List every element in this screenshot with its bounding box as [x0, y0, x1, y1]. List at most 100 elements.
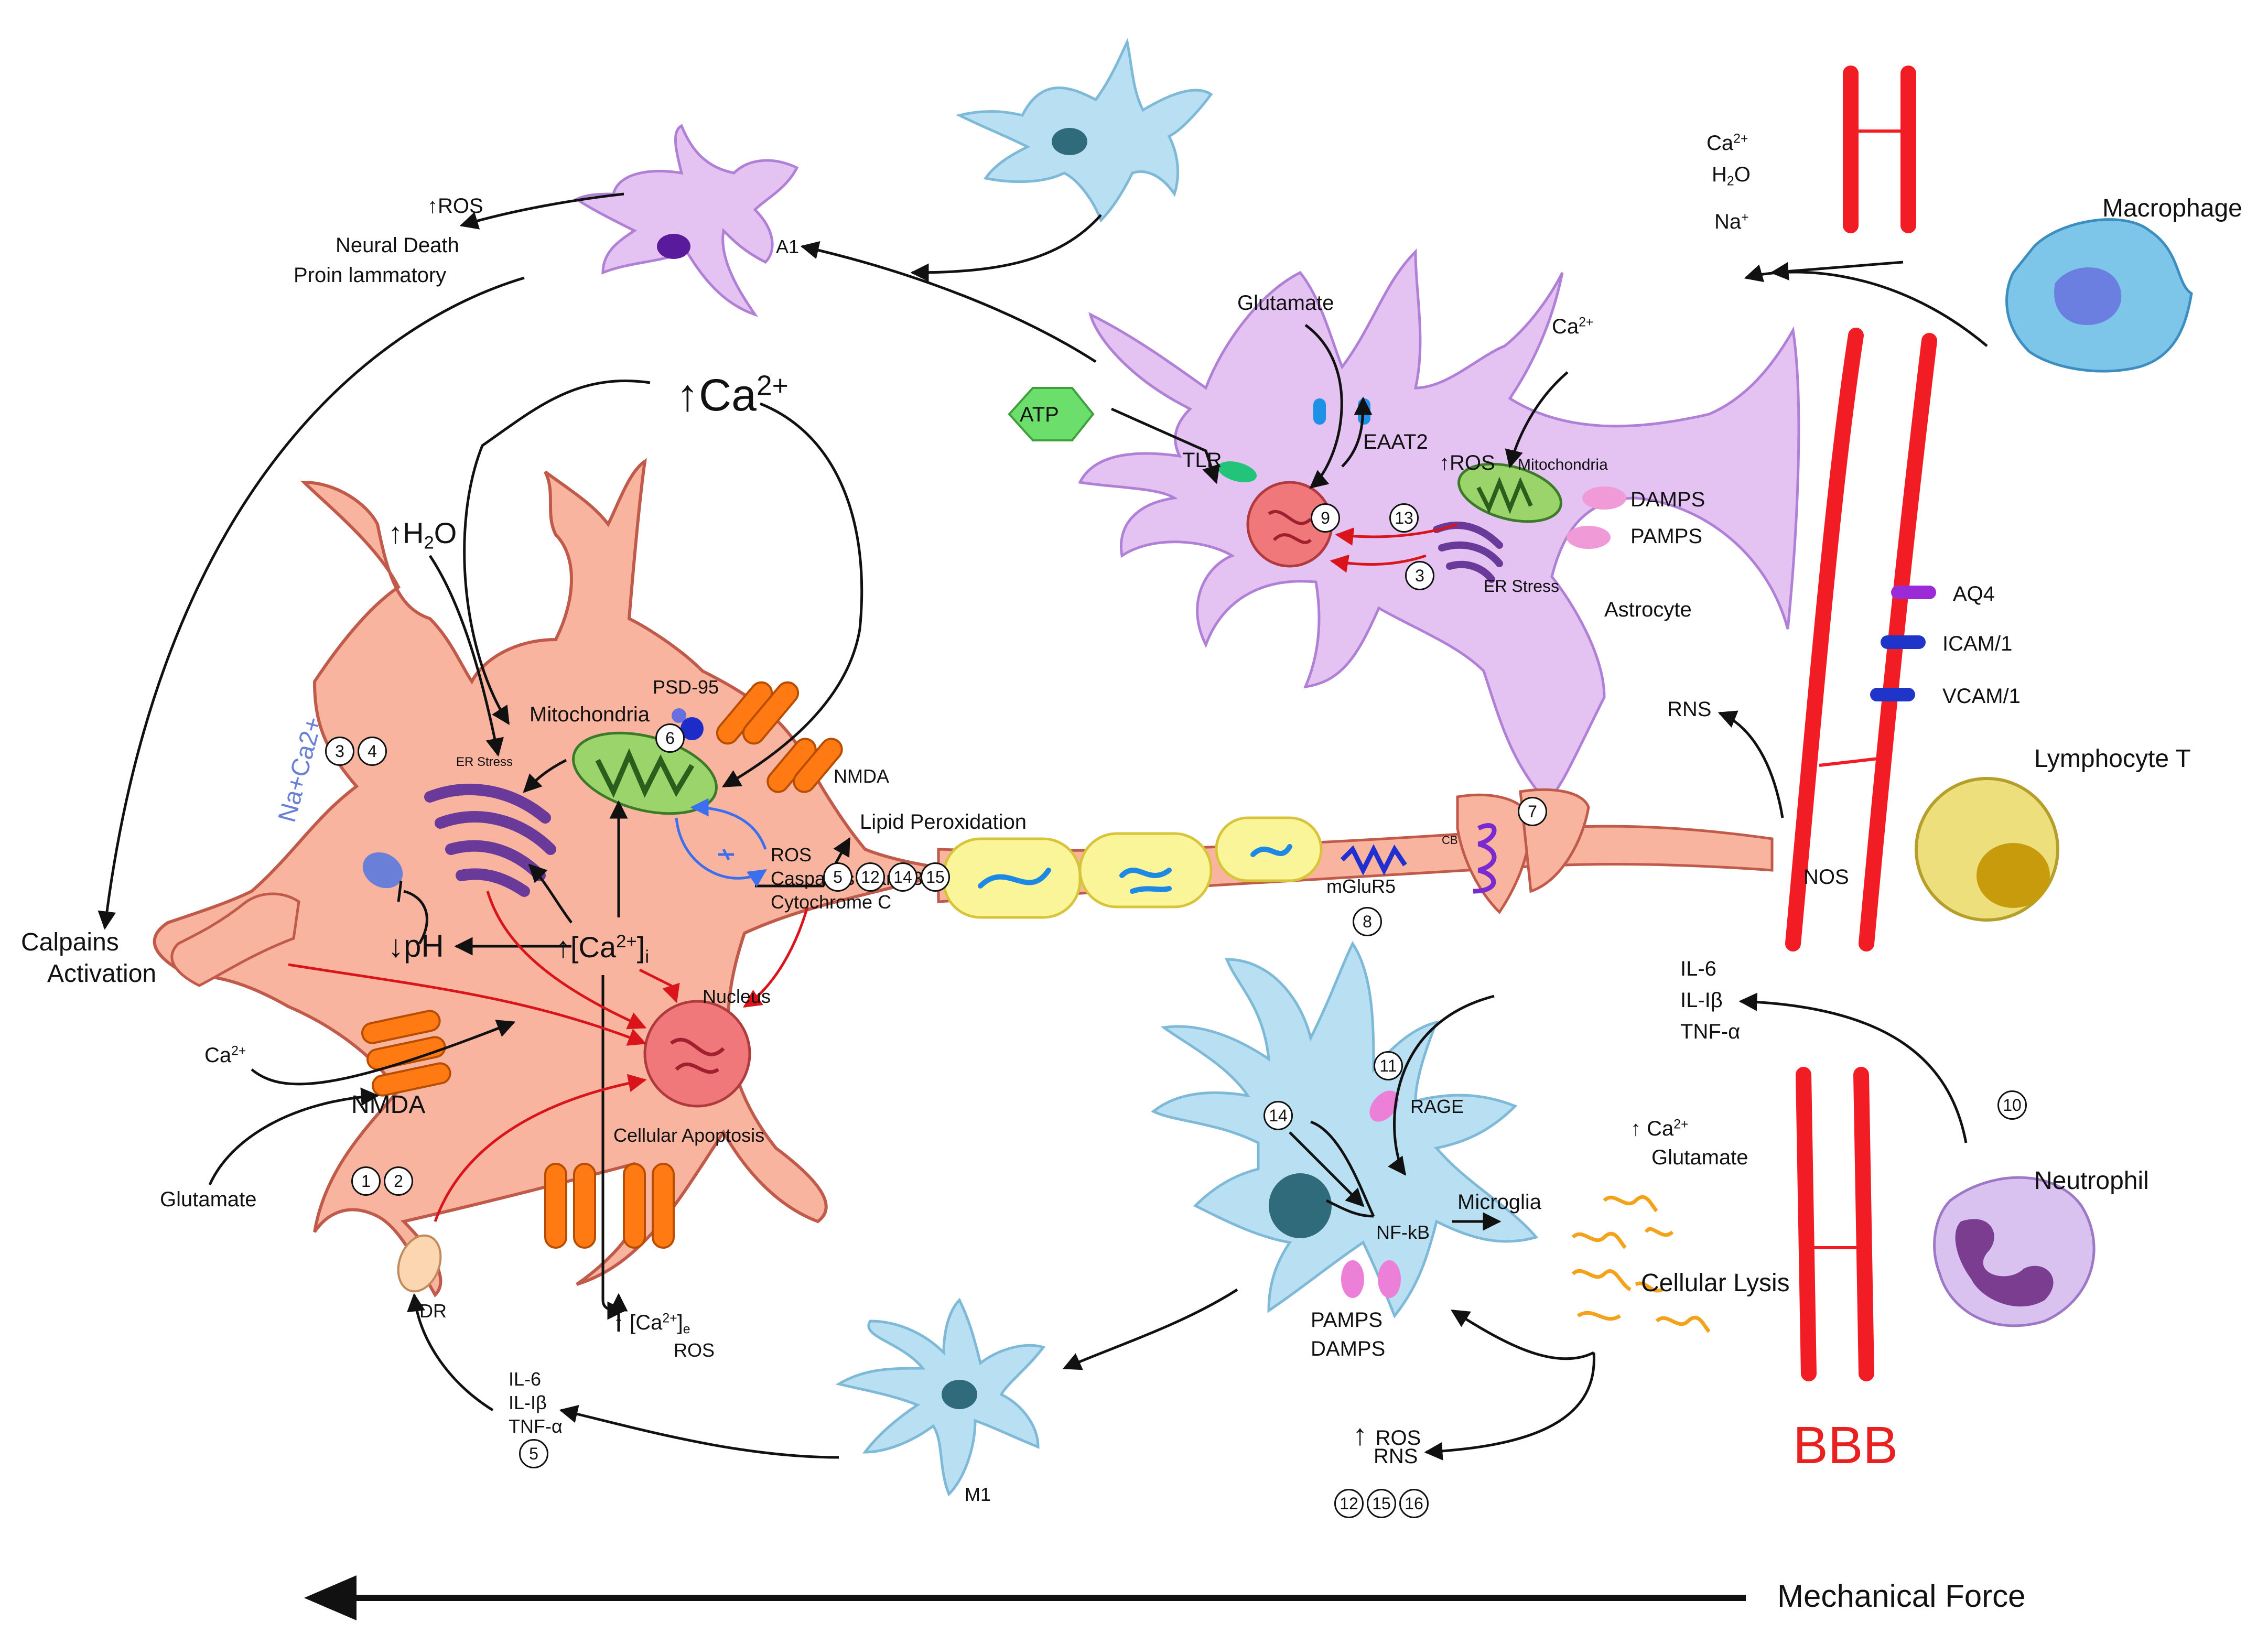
label-rage: RAGE — [1410, 1096, 1464, 1117]
atp-hexagon — [1008, 387, 1095, 441]
number-badge: 6 — [655, 723, 685, 753]
blue-cycle — [675, 798, 767, 888]
label-lymphocyte: Lymphocyte T — [2034, 745, 2191, 773]
label-neural-death: Neural Death — [336, 234, 459, 257]
label-il6-left: IL-6 — [509, 1368, 542, 1390]
label-ros-astro: ↑ROS — [1439, 451, 1495, 474]
label-mechanical-force: Mechanical Force — [1777, 1578, 2026, 1614]
m1-microglia — [835, 1297, 1046, 1497]
label-macrophage: Macrophage — [2102, 194, 2242, 222]
badges-14: 14 — [1263, 1101, 1293, 1130]
vessel-links — [1806, 129, 1908, 1249]
a1-astrocyte — [574, 124, 799, 317]
number-badge: 5 — [519, 1439, 548, 1468]
number-badge: 10 — [1997, 1090, 2027, 1120]
label-eaat2: EAAT2 — [1363, 430, 1428, 453]
label-cytochrome: Cytochrome C — [771, 891, 892, 913]
label-tnfa-left: TNF-α — [509, 1415, 563, 1437]
number-badge: 14 — [1263, 1101, 1293, 1130]
microglia-cell — [1151, 941, 1539, 1318]
number-badge: 15 — [921, 862, 950, 892]
macrophage-cell — [2005, 218, 2193, 373]
number-badge: 3 — [1405, 561, 1434, 590]
label-il6-right: IL-6 — [1680, 957, 1716, 980]
label-il1b-right: IL-Iβ — [1680, 989, 1723, 1012]
label-il1b-left: IL-Iβ — [509, 1392, 547, 1413]
number-badge: 7 — [1518, 797, 1547, 826]
label-neutrophil: Neutrophil — [2034, 1167, 2149, 1195]
label-damps-astro: DAMPS — [1630, 488, 1705, 511]
label-nmda-bottom: NMDA — [351, 1091, 426, 1119]
label-nfkb: NF-kB — [1376, 1221, 1430, 1243]
mglur5-cb1 — [1340, 823, 1497, 894]
label-ca-e: ↑ [Ca2+]e — [613, 1311, 690, 1337]
label-ca-bbb: Ca2+ — [1707, 132, 1748, 155]
black-arrows — [98, 192, 1988, 1461]
number-badge: 5 — [823, 862, 852, 892]
number-badge: 2 — [384, 1166, 413, 1196]
label-nucleus: Nucleus — [703, 986, 771, 1007]
badges-5: 5 — [519, 1439, 548, 1468]
inhibitor-lines — [397, 880, 1375, 1218]
number-badge: 15 — [1367, 1489, 1396, 1518]
badges-8: 8 — [1353, 907, 1382, 936]
vessel-receptors — [1870, 586, 1936, 701]
myelin-squiggles — [978, 844, 1292, 894]
mechanical-force-arrow — [304, 1575, 1746, 1620]
number-badge: 12 — [856, 862, 885, 892]
badges-6: 6 — [655, 723, 685, 753]
label-nmda-top: NMDA — [834, 765, 889, 787]
label-glutamate-astro: Glutamate — [1237, 291, 1334, 315]
label-na-bbb: Na+ — [1714, 210, 1749, 233]
label-glutamate-left: Glutamate — [160, 1188, 257, 1211]
label-tlr: TLR — [1182, 449, 1222, 472]
label-icam: ICAM/1 — [1942, 632, 2013, 655]
label-mitochondria-astro: Mitochondria — [1518, 456, 1608, 473]
label-lipid-peroxidation: Lipid Peroxidation — [860, 810, 1027, 834]
label-calpains: Calpains — [21, 928, 119, 956]
neuron-nucleus — [643, 1000, 751, 1108]
label-ca-big: ↑Ca2+ — [676, 370, 789, 420]
label-ca-left: Ca2+ — [204, 1044, 246, 1067]
label-er-stress-neuron: ER Stress — [456, 755, 513, 769]
badges-10: 10 — [1997, 1090, 2027, 1120]
badges-11: 11 — [1374, 1051, 1403, 1080]
red-arrows — [288, 523, 1458, 1222]
label-tnfa-right: TNF-α — [1680, 1020, 1741, 1043]
na-ca-channel — [362, 852, 403, 889]
label-h2o-up: ↑H2O — [388, 516, 457, 553]
label-bbb: BBB — [1793, 1416, 1898, 1475]
label-atp: ATP — [1020, 403, 1059, 426]
label-pamps-astro: PAMPS — [1630, 525, 1703, 548]
badges-9: 9 — [1311, 503, 1340, 533]
label-glutamate-mg: Glutamate — [1651, 1146, 1748, 1169]
label-ros-neuron: ROS — [771, 844, 812, 866]
label-ros-up: ↑ROS — [427, 194, 483, 218]
label-cb1: CB — [1442, 834, 1458, 847]
label-microglia: Microglia — [1457, 1191, 1542, 1214]
badges-3: 3 — [1405, 561, 1434, 590]
lysis-squiggles — [1571, 1195, 1711, 1333]
astro-nucleus — [1246, 481, 1333, 568]
label-psd95: PSD-95 — [653, 676, 719, 698]
label-h2o-bbb: H2O — [1712, 163, 1751, 189]
number-badge: 14 — [888, 862, 917, 892]
bbb-vessels — [1785, 66, 1937, 1381]
neuron-mitochondria — [572, 731, 718, 815]
label-mglur5: mGluR5 — [1326, 875, 1396, 897]
label-ca-i: ↑[Ca2+]i — [556, 931, 650, 967]
nmda-receptors — [361, 681, 843, 1249]
label-pamps-mg: PAMPS — [1311, 1308, 1383, 1332]
neutrophil-cell — [1933, 1176, 2096, 1327]
psd95-dots — [672, 708, 704, 740]
label-ph: ↓pH — [388, 928, 444, 964]
label-nos: NOS — [1803, 866, 1849, 889]
number-badge: 4 — [358, 737, 387, 766]
label-ca-glut: ↑ Ca2+ — [1630, 1117, 1689, 1140]
label-rns-top: RNS — [1667, 698, 1712, 721]
badges-7: 7 — [1518, 797, 1547, 826]
